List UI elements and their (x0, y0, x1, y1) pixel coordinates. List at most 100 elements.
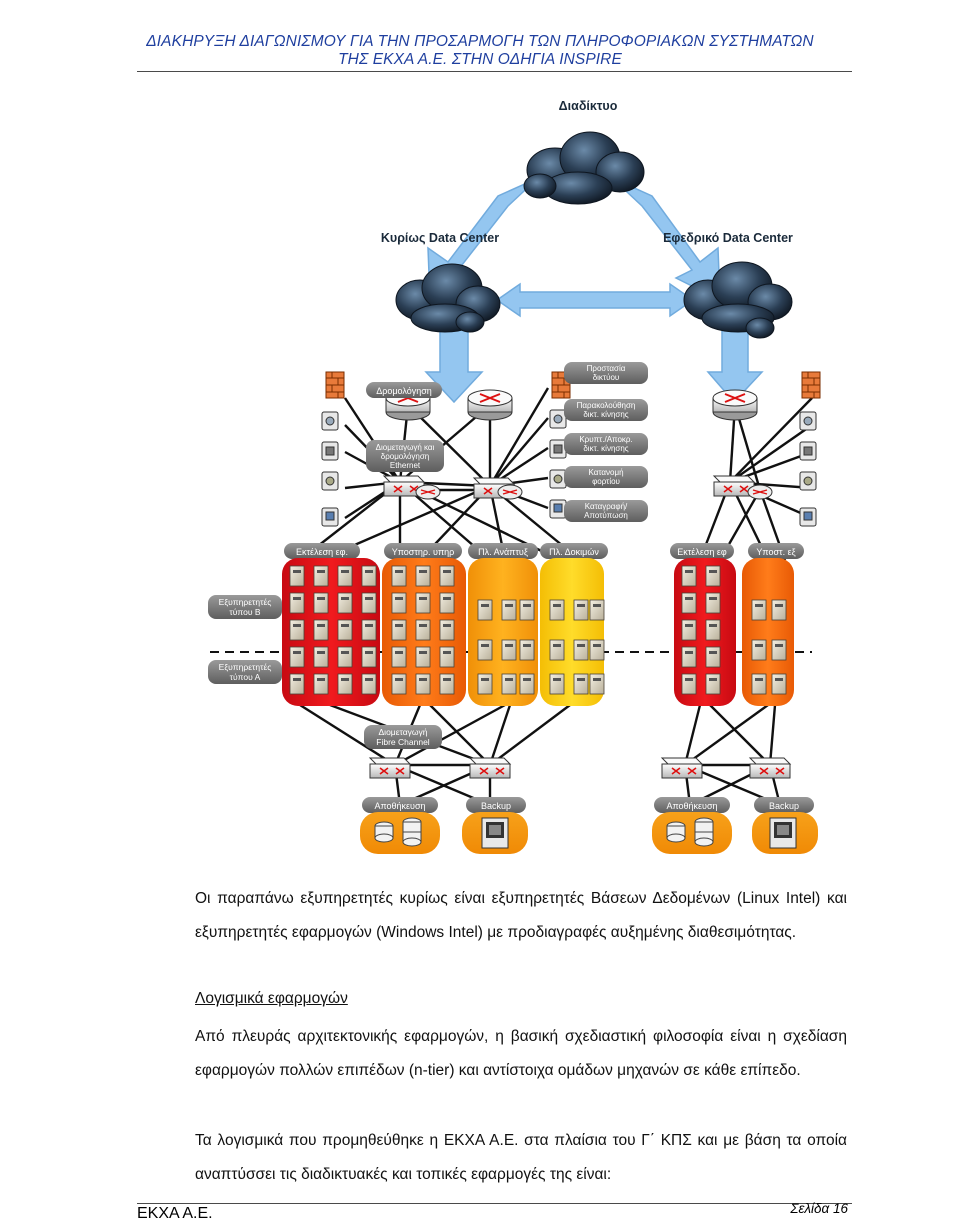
server-drive-slot (365, 624, 373, 627)
server-drive-slot (395, 597, 403, 600)
server-drive-slot (341, 570, 349, 573)
server-icon (573, 673, 589, 695)
server-icon (477, 599, 493, 621)
server-drive-slot (593, 644, 601, 647)
server-icon (771, 599, 787, 621)
server-drive-slot (775, 678, 783, 681)
server-drive-slot (419, 597, 427, 600)
main-datacenter-cloud-icon (395, 263, 501, 333)
server-drive-slot (443, 570, 451, 573)
service-label: Προστασία (587, 364, 626, 373)
footer-organization: ΕΚΧΑ Α.Ε. (137, 1205, 213, 1222)
paragraph-software: Τα λογισμικά που προμηθεύθηκε η ΕΚΧΑ Α.Ε… (195, 1132, 847, 1183)
server-icon (751, 639, 767, 661)
server-drive-slot (341, 678, 349, 681)
server-icon (771, 673, 787, 695)
server-icon (681, 619, 697, 641)
server-drive-slot (685, 597, 693, 600)
backup-label: Backup (481, 801, 511, 811)
client-label: Εξυπηρετητές (219, 597, 272, 607)
server-drive-slot (553, 644, 561, 647)
server-drive-slot (317, 624, 325, 627)
server-drive-slot (523, 604, 531, 607)
server-icon (771, 639, 787, 661)
server-icon (681, 646, 697, 668)
server-drive-slot (523, 678, 531, 681)
server-drive-slot (709, 624, 717, 627)
storage-groups: Αποθήκευση Backup Αποθήκευση Backup (360, 797, 818, 854)
test-platform-column (540, 558, 604, 706)
column-label: Υποστηρ. υπηρ (392, 547, 455, 557)
server-icon (361, 592, 377, 614)
server-drive-slot (341, 651, 349, 654)
server-icon (313, 673, 329, 695)
server-drive-slot (481, 644, 489, 647)
server-icon (573, 639, 589, 661)
server-drive-slot (419, 624, 427, 627)
server-icon (751, 673, 767, 695)
server-icon (337, 592, 353, 614)
server-icon (519, 599, 535, 621)
app-execution-column (282, 558, 380, 706)
main-datacenter-label: Κυρίως Data Center (381, 231, 499, 245)
server-icon (361, 646, 377, 668)
server-icon (289, 673, 305, 695)
server-icon (705, 673, 721, 695)
server-icon (681, 592, 697, 614)
server-drive-slot (317, 651, 325, 654)
server-drive-slot (419, 651, 427, 654)
server-icon (337, 646, 353, 668)
dev-platform-column (468, 558, 538, 706)
server-icon (289, 592, 305, 614)
routing-pill: Δρομολόγηση (366, 382, 442, 398)
server-drive-slot (685, 570, 693, 573)
backup-firewall-icon (801, 371, 821, 399)
server-icon (439, 646, 455, 668)
server-drive-slot (709, 597, 717, 600)
server-drive-slot (293, 678, 301, 681)
service-label: Καταγραφή/ (585, 502, 628, 511)
server-drive-slot (317, 570, 325, 573)
server-drive-slot (685, 651, 693, 654)
column-label: Εκτέλεση εφ. (296, 547, 348, 557)
backup-support-column (742, 558, 794, 706)
server-drive-slot (775, 644, 783, 647)
server-drive-slot (577, 604, 585, 607)
server-icon (313, 619, 329, 641)
server-drive-slot (419, 570, 427, 573)
server-drive-slot (341, 597, 349, 600)
ethernet-switching-label-2: δρομολόγηση (381, 452, 430, 461)
router-icon (712, 389, 758, 421)
server-icon (549, 599, 565, 621)
ethernet-switching-pill: Διομεταγωγή και δρομολόγηση Ethernet (366, 440, 444, 472)
server-icon (337, 565, 353, 587)
server-grid (289, 565, 787, 695)
server-icon (415, 673, 431, 695)
appliance-icons (321, 409, 817, 527)
service-label: δικτ. κίνησης (583, 444, 628, 453)
service-label: Αποτύπωση (584, 511, 628, 520)
server-icon (477, 673, 493, 695)
server-drive-slot (395, 678, 403, 681)
server-drive-slot (317, 678, 325, 681)
column-label: Πλ. Ανάπτυξ (478, 547, 528, 557)
server-drive-slot (755, 644, 763, 647)
server-drive-slot (553, 678, 561, 681)
server-drive-slot (317, 597, 325, 600)
server-icon (415, 619, 431, 641)
fc-switching-label-1: Διομεταγωγή (379, 727, 428, 737)
backup-datacenter-label: Εφεδρικό Data Center (663, 231, 793, 245)
storage-label: Αποθήκευση (666, 801, 717, 811)
server-drive-slot (419, 678, 427, 681)
disk-icons (374, 817, 714, 847)
server-icon (501, 673, 517, 695)
service-pills: Προστασία δικτύου Παρακολούθηση δικτ. κί… (564, 362, 648, 522)
tape-library-icon (481, 817, 797, 849)
server-drive-slot (443, 597, 451, 600)
backup-datacenter-cloud-icon (683, 261, 793, 339)
server-icon (313, 565, 329, 587)
server-drive-slot (755, 604, 763, 607)
service-label: Κατανομή (588, 468, 623, 477)
service-label: δικτύου (593, 373, 620, 382)
server-drive-slot (395, 570, 403, 573)
